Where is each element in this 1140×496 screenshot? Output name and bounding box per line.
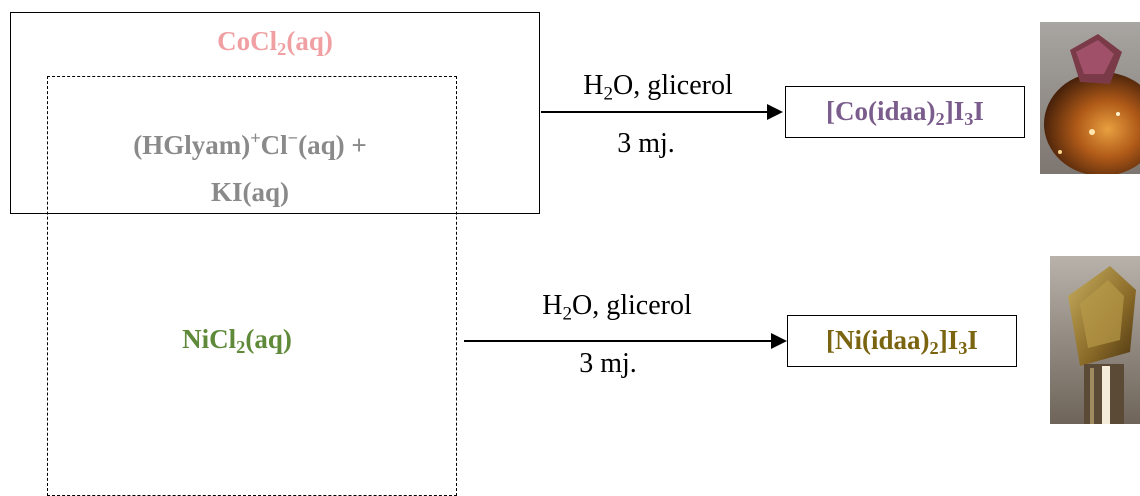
- nicl2-label: NiCl2(aq): [182, 324, 292, 355]
- reaction2-time-label: 3 mj.: [579, 348, 637, 380]
- cobalt-product-box: [Co(idaa)2]I3I: [785, 86, 1025, 138]
- ligand-label-line1: (HGlyam)+Cl−(aq) +: [133, 130, 367, 161]
- reaction1-arrow-head: [767, 104, 783, 120]
- ligand-label-line2: KI(aq): [211, 177, 289, 208]
- reaction1-time-label: 3 mj.: [617, 128, 675, 160]
- reaction1-arrow: [541, 111, 769, 113]
- nickel-crystal-photo: [1050, 256, 1140, 424]
- reaction2-solvent-label: H2O, glicerol: [542, 290, 692, 322]
- cocl2-label: CoCl2(aq): [217, 26, 333, 57]
- nickel-product-box: [Ni(idaa)2]I3I: [787, 315, 1017, 367]
- reaction1-solvent-label: H2O, glicerol: [583, 70, 733, 102]
- reaction2-arrow: [464, 340, 774, 342]
- reaction2-arrow-head: [771, 333, 787, 349]
- cobalt-crystal-photo: [1040, 22, 1140, 174]
